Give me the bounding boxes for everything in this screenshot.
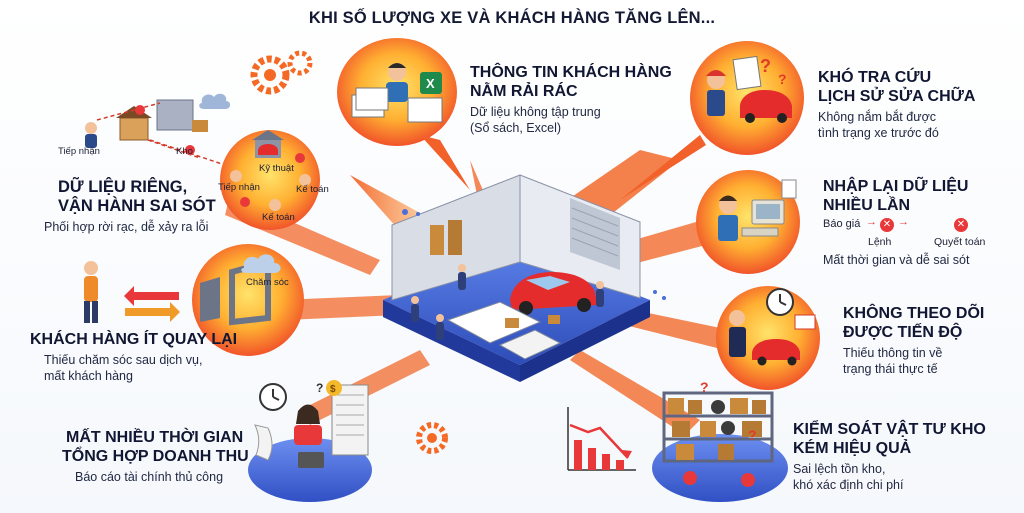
panel-description: Mất thời gian và dễ sai sót xyxy=(823,253,970,267)
error-icon xyxy=(295,153,305,163)
declining-chart-icon xyxy=(567,407,636,471)
bubble-reentry xyxy=(696,170,800,274)
error-icon: ✕ xyxy=(954,218,968,232)
customers-scene: Chăm sóc xyxy=(84,244,304,356)
flow-label: Báo giá xyxy=(823,218,861,230)
role-label: Tiếp nhận xyxy=(218,182,260,193)
panel-title: NHIỀU LẦN xyxy=(823,197,911,214)
question-mark-icon: ? xyxy=(778,71,787,87)
role-label: Kế toán xyxy=(296,184,329,195)
panel-title: NẰM RẢI RÁC xyxy=(470,83,578,100)
gear-icon xyxy=(416,422,448,454)
panel-description: trạng thái thực tế xyxy=(843,362,938,376)
question-mark-icon: ? xyxy=(748,427,757,443)
gear-icon xyxy=(250,50,313,95)
bubble-progress xyxy=(716,286,820,390)
panel-description: Không nắm bắt được xyxy=(818,110,937,124)
panel-title: KIỂM SOÁT VẬT TƯ KHO xyxy=(793,421,986,438)
revenue-scene: $ ? xyxy=(248,380,372,502)
panel-title: NHẬP LẠI DỮ LIỆU xyxy=(823,178,969,195)
ray-6 xyxy=(280,295,400,320)
error-icon xyxy=(240,197,250,207)
arrow-icon: → xyxy=(866,216,877,228)
panel-description: mất khách hàng xyxy=(44,369,133,383)
error-icon xyxy=(135,105,145,115)
error-icon xyxy=(741,473,755,487)
role-label: Kỹ thuật xyxy=(259,163,294,174)
panel-title: LỊCH SỬ SỬA CHỮA xyxy=(818,88,976,105)
sparkle-decor xyxy=(402,209,666,300)
panel-description: Báo cáo tài chính thủ công xyxy=(75,470,224,484)
car-illustration xyxy=(752,339,800,360)
question-mark-icon: ? xyxy=(760,56,771,76)
separate-data-flow: Tiếp nhận Kho Kỹ thuật Tiếp nhận Kế toán… xyxy=(58,93,329,230)
panel-description: Thiếu thông tin về xyxy=(843,346,943,360)
flow-label-warehouse: Kho xyxy=(176,146,193,157)
panel-title: MẤT NHIỀU THỜI GIAN xyxy=(66,429,244,446)
ray-5 xyxy=(570,350,700,435)
question-mark-icon: ? xyxy=(316,381,323,395)
dollar-sign: $ xyxy=(330,384,336,395)
panel-description: tình trạng xe trước đó xyxy=(818,126,939,140)
bubble-repair-history: ? ? xyxy=(620,41,804,200)
flow-label: Lệnh xyxy=(868,236,892,248)
page-title: KHI SỐ LƯỢNG XE VÀ KHÁCH HÀNG TĂNG LÊN..… xyxy=(308,9,716,27)
error-icon xyxy=(683,471,697,485)
panel-description: Phối hợp rời rạc, dễ xảy ra lỗi xyxy=(44,220,209,234)
panel-title: VẬN HÀNH SAI SÓT xyxy=(58,197,216,215)
panel-description: Sai lệch tồn kho, xyxy=(793,462,886,476)
panel-title: KHÔNG THEO DÕI xyxy=(843,305,985,322)
panel-title: KHÓ TRA CỨU xyxy=(818,69,932,86)
error-icon xyxy=(185,145,195,155)
question-mark-icon: ? xyxy=(700,379,709,395)
panel-description: Dữ liệu không tập trung xyxy=(470,105,601,119)
error-icon: ✕ xyxy=(880,218,894,232)
panel-title: THÔNG TIN KHÁCH HÀNG xyxy=(470,64,672,81)
dollar-icon xyxy=(326,380,342,396)
flow-label-reception: Tiếp nhận xyxy=(58,146,100,157)
panel-title: DỮ LIỆU RIÊNG, xyxy=(58,178,188,196)
svg-text:X: X xyxy=(426,76,435,91)
panel-title: ĐƯỢC TIẾN ĐỘ xyxy=(843,324,963,341)
panel-title: TỔNG HỢP DOANH THU xyxy=(62,448,249,465)
central-workshop xyxy=(383,174,650,382)
role-label: Kế toán xyxy=(262,212,295,223)
panel-title: KÉM HIỆU QUẢ xyxy=(793,440,912,457)
cloud-label: Chăm sóc xyxy=(246,277,289,288)
flow-label: Quyết toán xyxy=(934,236,986,248)
bubble-scattered-info: X xyxy=(337,38,470,190)
inventory-scene: ? ? xyxy=(652,379,788,502)
panel-description: (Sổ sách, Excel) xyxy=(470,121,562,135)
panel-description: Thiếu chăm sóc sau dịch vụ, xyxy=(44,353,203,367)
panel-title: KHÁCH HÀNG ÍT QUAY LẠI xyxy=(30,331,238,348)
arrow-icon: → xyxy=(898,216,909,228)
car-illustration xyxy=(740,90,792,118)
panel-description: khó xác định chi phí xyxy=(793,478,904,492)
